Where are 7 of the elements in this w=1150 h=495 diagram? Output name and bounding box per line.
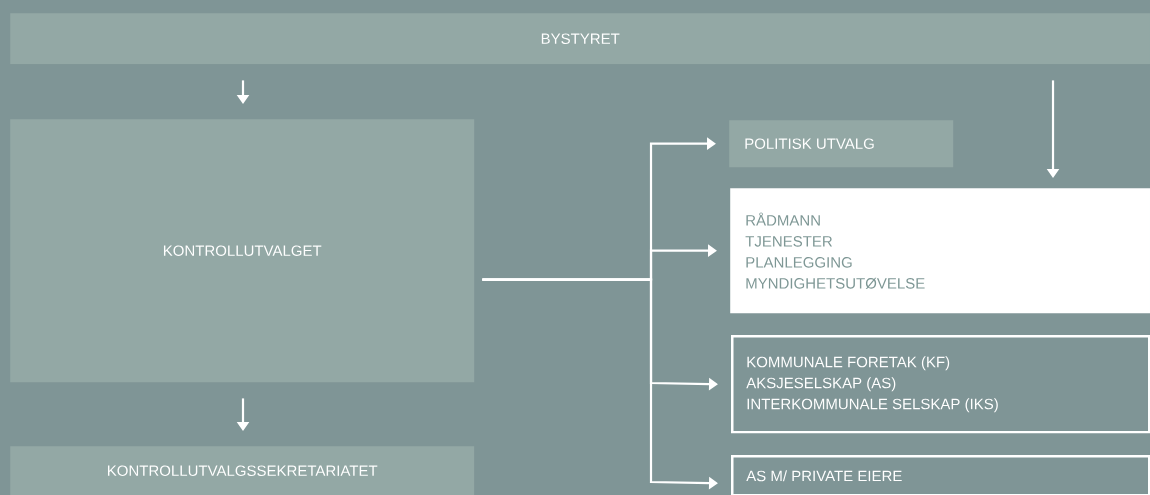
org-box: POLITISK UTVALG [729, 120, 954, 168]
org-box: RÅDMANN TJENESTER PLANLEGGING MYNDIGHETSUTØVELSE [730, 188, 1150, 314]
org-box: KONTROLLUTVALGSSEKRETARIATET [10, 446, 475, 495]
org-box: BYSTYRET [10, 13, 1150, 65]
org-box: KOMMUNALE FORETAK (KF) AKSJESELSKAP (AS) INTERKOMMUNALE SELSKAP (IKS) [731, 335, 1150, 434]
org-box: KONTROLLUTVALGET [10, 119, 475, 383]
org-box: AS M/ PRIVATE EIERE [731, 455, 1150, 495]
